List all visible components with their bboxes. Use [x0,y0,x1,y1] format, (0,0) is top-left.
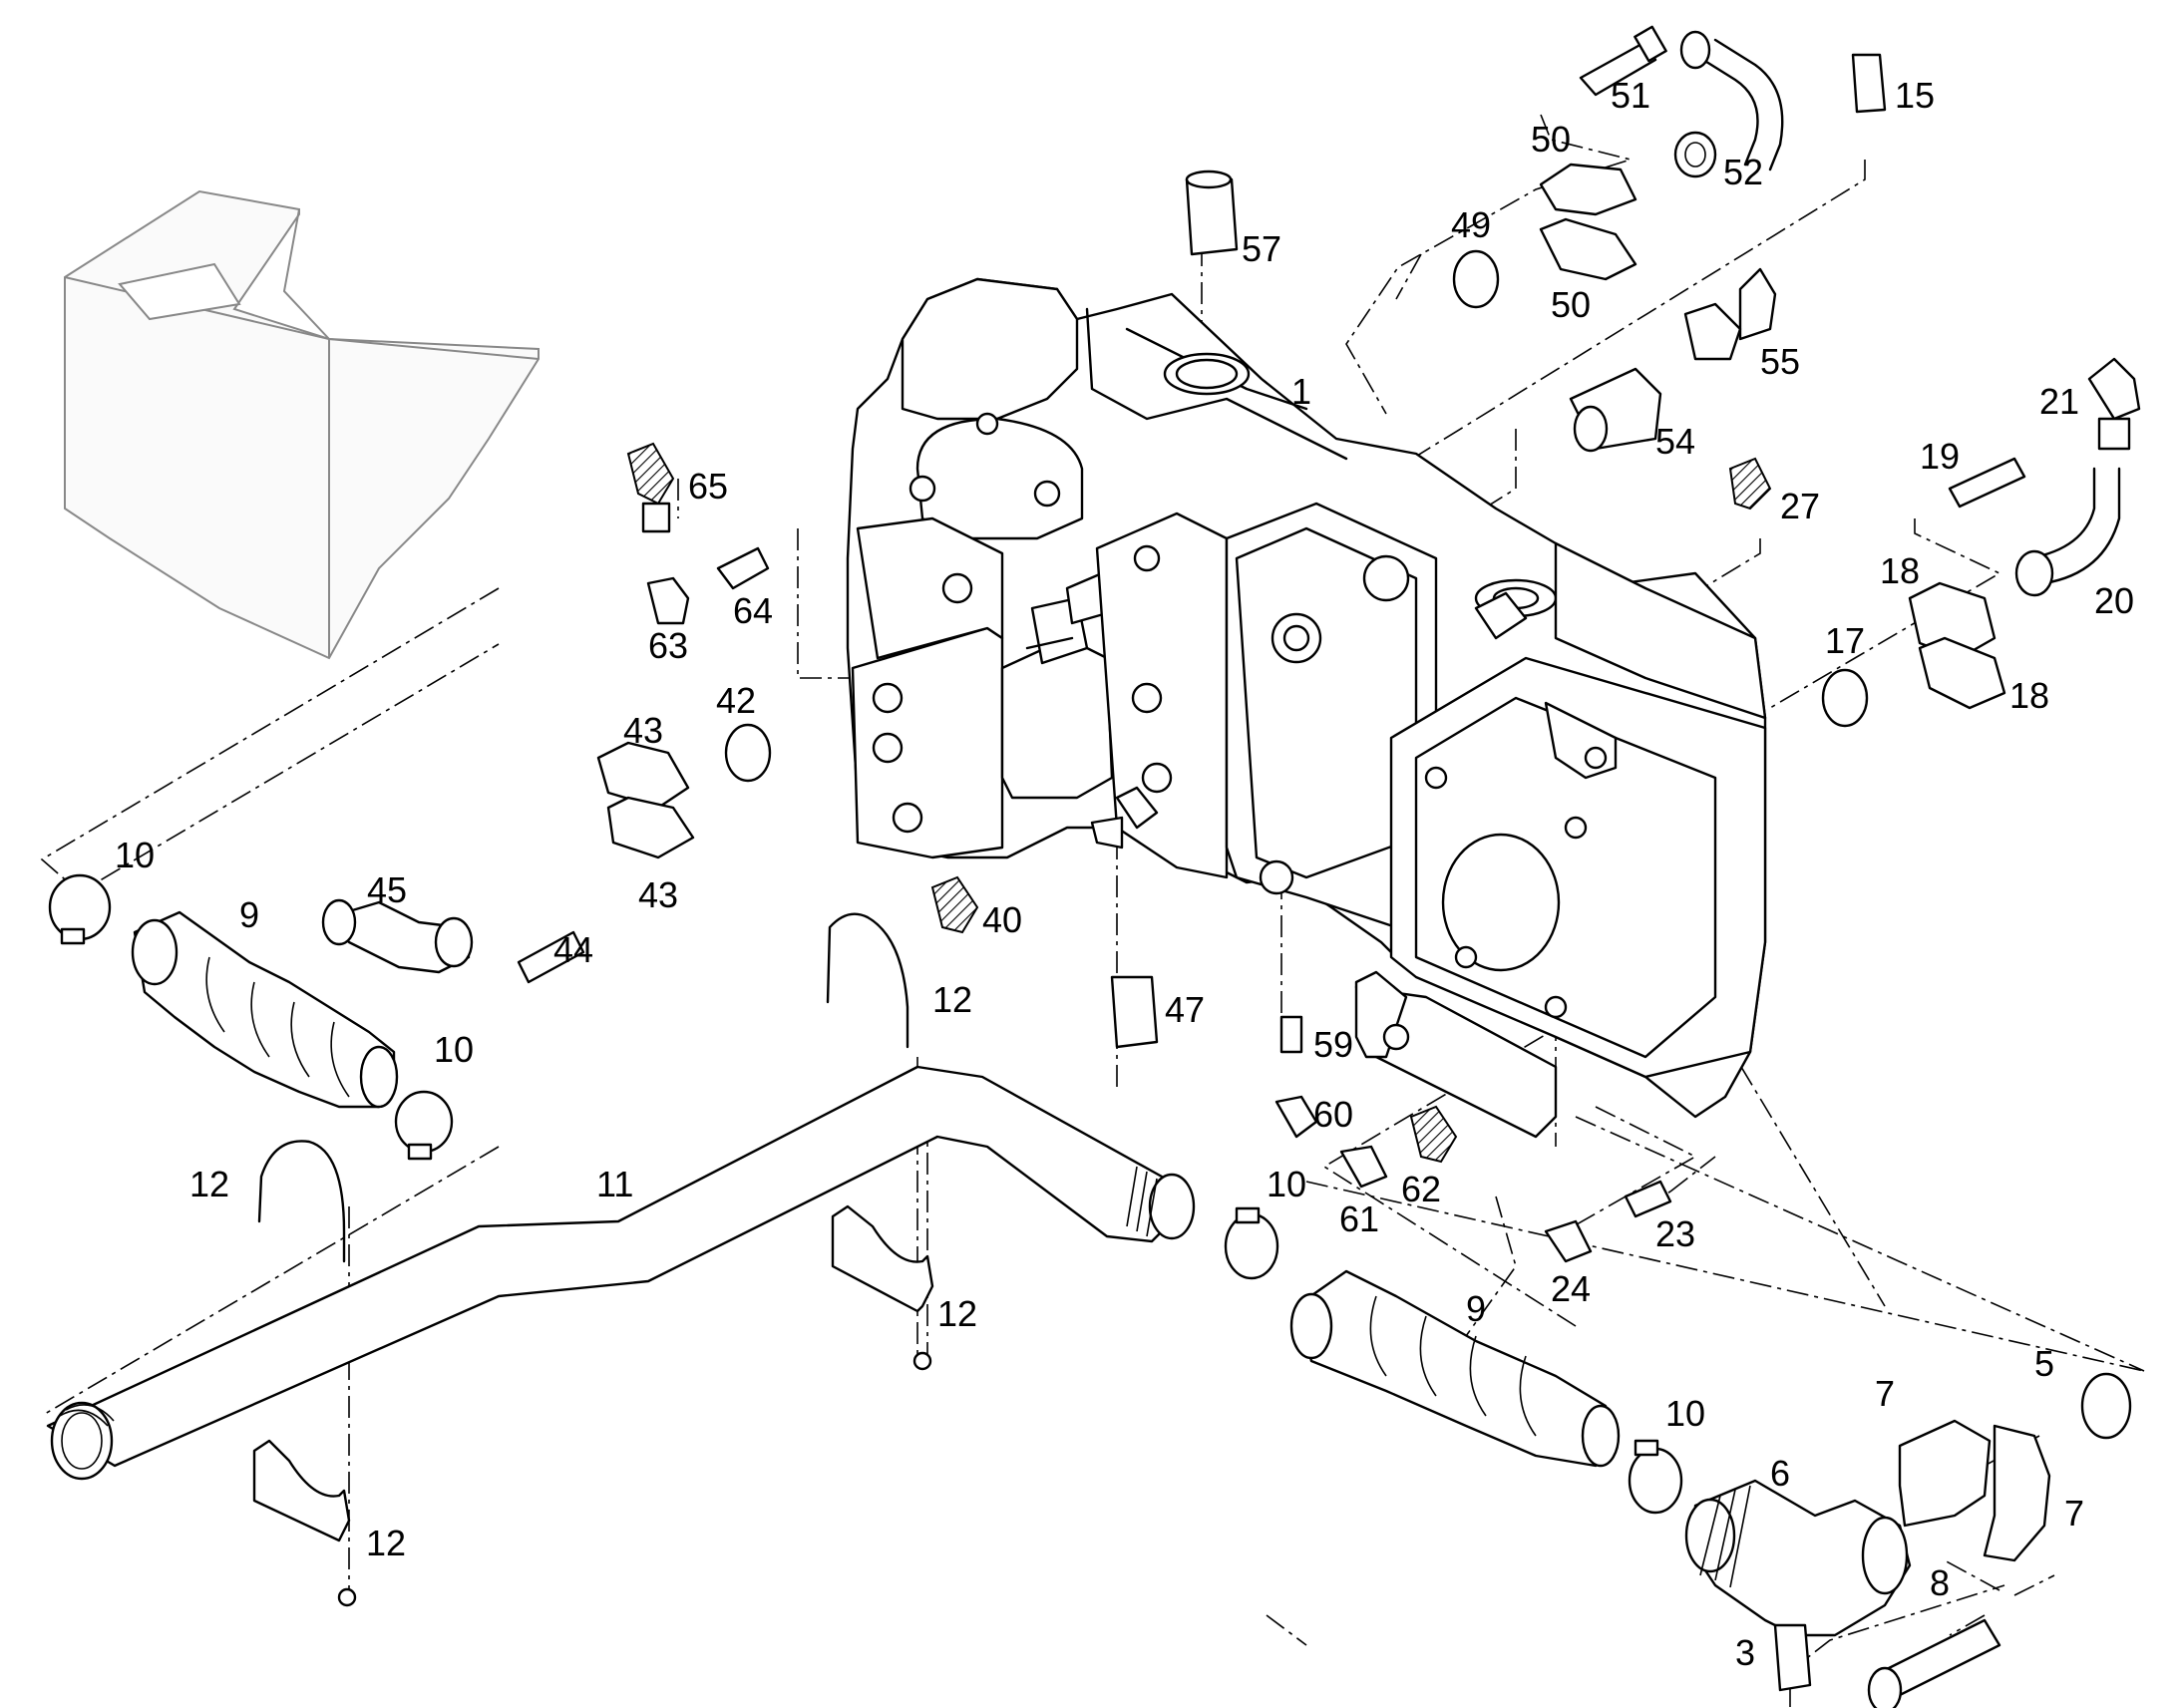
elbow-6 [1684,1479,1912,1637]
callout-49: 49 [1451,204,1491,245]
callout-12d: 12 [366,1523,406,1563]
callout-15: 15 [1895,75,1935,116]
brackets-12 [252,912,934,1607]
callout-60: 60 [1313,1094,1353,1135]
callout-18b: 18 [2009,675,2049,716]
callout-1: 1 [1291,371,1311,412]
callout-9a: 9 [239,894,259,935]
callout-40: 40 [982,899,1022,940]
callout-17: 17 [1825,620,1865,661]
callout-labels: 1 3 5 6 7 7 8 9 9 10 10 10 10 11 12 12 1… [115,75,2134,1673]
callout-43a: 43 [623,710,663,751]
locator-thumbnail [64,189,540,660]
callout-10d: 10 [1665,1393,1705,1434]
pipe-11 [46,1065,1196,1481]
callout-10a: 10 [115,835,155,875]
callout-50a: 50 [1531,119,1571,160]
callout-63: 63 [648,625,688,666]
callout-43b: 43 [638,874,678,915]
callout-27: 27 [1780,486,1820,526]
callout-24: 24 [1551,1268,1591,1309]
callout-7a: 7 [1875,1373,1895,1414]
callout-12a: 12 [932,979,972,1020]
callout-54: 54 [1655,421,1695,462]
callout-12b: 12 [189,1164,229,1204]
callout-42: 42 [716,680,756,721]
callout-55: 55 [1760,341,1800,382]
callout-52: 52 [1723,152,1763,192]
callout-23: 23 [1655,1213,1695,1254]
hose-9-lower [1289,1269,1621,1468]
fittings [321,25,2141,1708]
callout-10c: 10 [1267,1164,1306,1204]
callout-6: 6 [1770,1453,1790,1494]
callout-20: 20 [2094,580,2134,621]
callout-62: 62 [1401,1169,1441,1209]
callout-10b: 10 [434,1029,474,1070]
callout-51: 51 [1611,75,1650,116]
callout-11: 11 [596,1164,633,1204]
callout-18a: 18 [1880,550,1920,591]
hose-9-upper [131,910,399,1109]
callout-47: 47 [1165,989,1205,1030]
callout-59: 59 [1313,1024,1353,1065]
callout-61: 61 [1339,1198,1379,1239]
flanges-7 [1898,1419,2051,1562]
callout-8: 8 [1930,1562,1950,1603]
callout-9b: 9 [1466,1288,1486,1329]
callout-12c: 12 [937,1293,977,1334]
callout-7b: 7 [2064,1493,2084,1534]
callout-50b: 50 [1551,284,1591,325]
callout-3: 3 [1735,1632,1755,1673]
callout-5: 5 [2034,1343,2054,1384]
callout-21: 21 [2039,381,2079,422]
callout-57: 57 [1242,228,1281,269]
callout-45: 45 [367,869,407,910]
callout-65: 65 [688,466,728,507]
callout-19: 19 [1920,436,1960,477]
callout-64: 64 [733,590,773,631]
callout-44: 44 [553,929,593,970]
clamps-10 [48,873,1683,1515]
pump-assembly [846,277,1767,1139]
